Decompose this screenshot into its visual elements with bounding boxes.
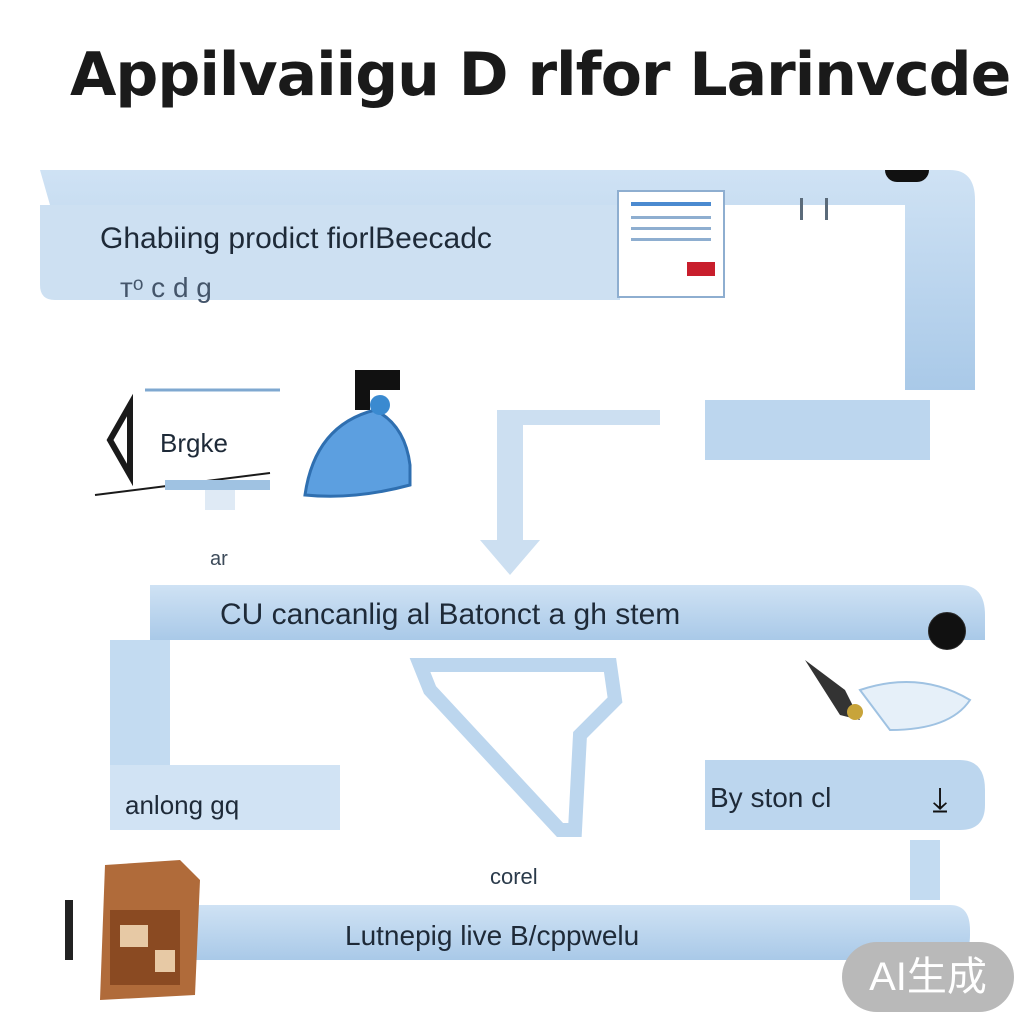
small-label: ar — [210, 548, 228, 570]
left-bottom-band — [110, 765, 340, 830]
core-label: corel — [490, 864, 538, 889]
top-panel-heading: Ghabiing prodict fiorlBeecadc — [100, 222, 492, 255]
right-connector — [910, 840, 940, 900]
middle-band — [150, 585, 985, 640]
middle-band-label: CU cancanlig al Batonct a gh stem — [220, 598, 681, 631]
monitor-icon — [94, 388, 280, 510]
printer-icon — [800, 198, 828, 220]
top-right-return — [705, 400, 930, 460]
bottom-band-label: Lutnepig live B/cppwelu — [345, 920, 640, 951]
mid-return-arrow — [409, 658, 623, 837]
top-band — [40, 170, 975, 390]
top-band-lower — [40, 205, 620, 300]
diagram-title: Appilvaiigu D rlfor Larinvcde — [70, 40, 1011, 110]
right-bottom-band — [705, 760, 985, 830]
document-icon — [617, 190, 725, 298]
top-panel-subtext: ᴛᵒ c d g — [120, 272, 212, 303]
browser-label: Brgke — [160, 428, 228, 458]
scanner-icon — [928, 612, 966, 650]
ai-generated-badge: AI生成 — [842, 942, 1014, 1012]
download-icon: ⤓ — [932, 780, 948, 820]
pointer-icon — [885, 170, 929, 182]
tool-icon — [805, 660, 972, 732]
right-bottom-label: By ston cl — [710, 782, 832, 813]
iron-icon — [303, 370, 412, 498]
bottom-band — [190, 905, 970, 960]
left-bottom-label: anlong gq — [125, 790, 240, 820]
folder-icon — [65, 860, 200, 1000]
down-arrow — [480, 410, 660, 575]
